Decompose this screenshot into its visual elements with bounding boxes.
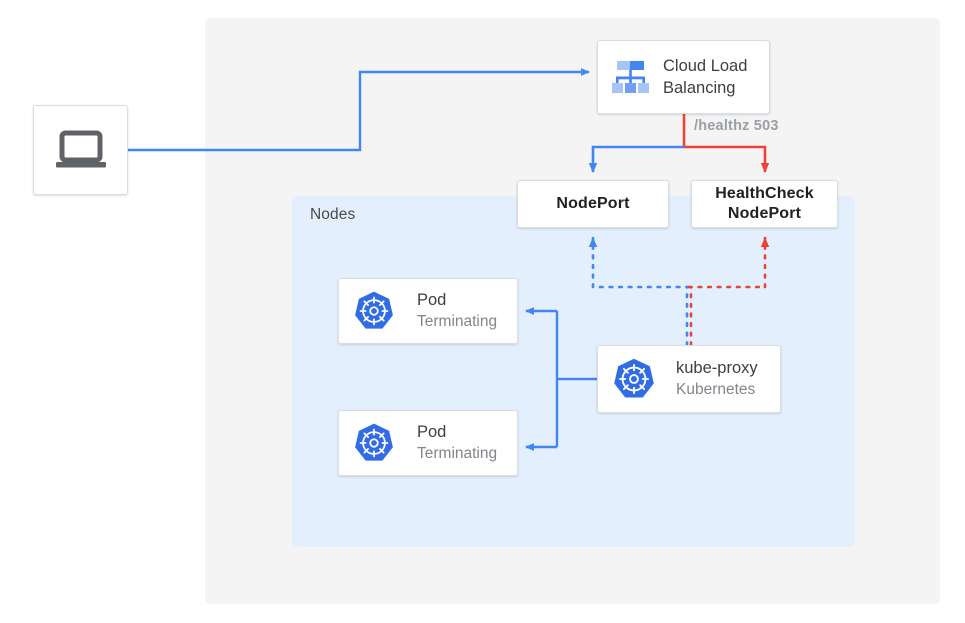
pod-1-status: Terminating — [417, 312, 498, 330]
pod-2-text: Pod Terminating — [417, 421, 497, 464]
kube-proxy-subtitle: Kubernetes — [676, 380, 756, 398]
nodeport-label: NodePort — [556, 194, 630, 212]
wire-lb-to-nodeport — [588, 145, 684, 173]
pod-box-1: Pod Terminating — [338, 278, 518, 344]
lb-title-line1: Cloud Load — [663, 56, 748, 75]
healthcheck-nodeport-box: HealthCheck NodePort — [691, 180, 838, 228]
healthcheck-line2: NodePort — [727, 205, 802, 222]
healthcheck-nodeport-label: HealthCheck NodePort — [715, 184, 814, 225]
pod-2-status: Terminating — [417, 444, 498, 462]
pod-1-text: Pod Terminating — [417, 289, 497, 332]
nodes-panel-label: Nodes — [310, 206, 356, 223]
kubernetes-icon — [612, 357, 656, 401]
pod-2-title: Pod — [417, 423, 447, 442]
kubernetes-icon — [353, 422, 395, 464]
kubernetes-icon — [353, 290, 395, 332]
kube-proxy-box: kube-proxy Kubernetes — [597, 345, 781, 413]
pod-1-title: Pod — [417, 291, 447, 310]
kube-proxy-text: kube-proxy Kubernetes — [676, 357, 758, 400]
laptop-icon — [54, 129, 108, 171]
cloud-load-balancing-icon — [609, 57, 653, 97]
client-box — [33, 105, 128, 195]
lb-title-line2: Balancing — [663, 79, 736, 97]
wire-lb-to-healthcheck-nodeport — [684, 145, 770, 173]
cloud-load-balancing-box: Cloud Load Balancing — [597, 40, 770, 114]
wire-client-to-load-balancer — [128, 68, 590, 152]
healthz-status-label: /healthz 503 — [694, 118, 779, 134]
nodeport-box: NodePort — [517, 180, 669, 228]
healthcheck-line1: HealthCheck — [715, 184, 814, 202]
pod-box-2: Pod Terminating — [338, 410, 518, 476]
cloud-load-balancing-text: Cloud Load Balancing — [663, 55, 747, 100]
kube-proxy-title: kube-proxy — [676, 359, 758, 378]
